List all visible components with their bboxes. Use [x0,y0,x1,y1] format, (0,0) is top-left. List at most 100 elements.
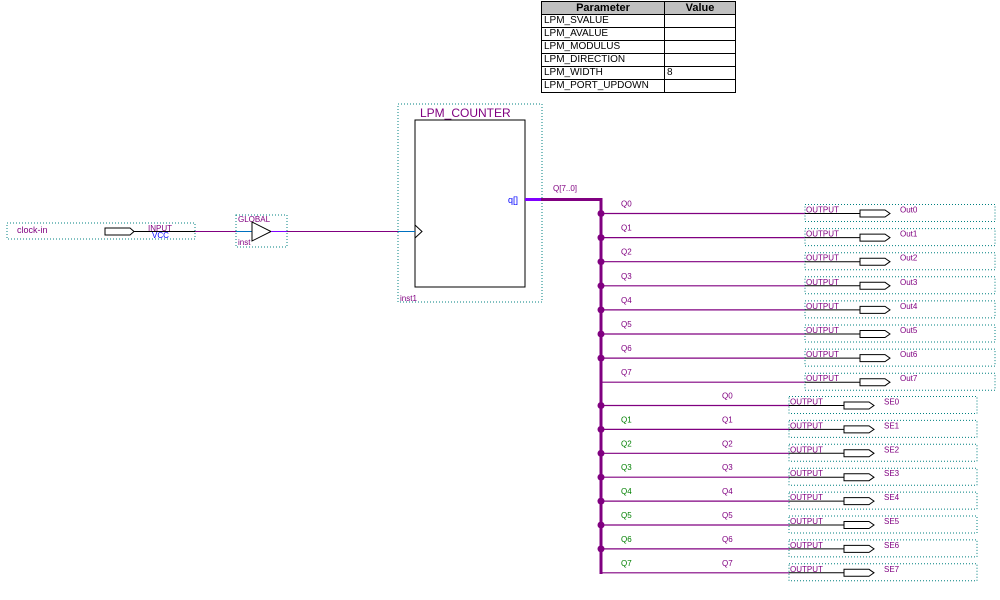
net-label: Q5 [722,511,733,520]
output-pin-box [788,491,978,510]
net-label: Q4 [621,296,632,305]
counter-title: LPM_COUNTER [420,106,511,120]
output-type-label: OUTPUT [806,326,839,335]
input-pin-clock-in[interactable]: clock-in INPUT VCC [6,222,196,240]
output-pin-box [788,443,978,462]
net-label: Q4 [722,487,733,496]
net-label: Q0 [621,200,632,209]
net-label: Q7 [621,368,632,377]
param-name: LPM_PORT_UPDOWN [541,79,665,93]
net-label-green: Q6 [621,535,632,544]
net-label: Q2 [722,439,733,448]
output-pin-icon [843,449,875,458]
output-type-label: OUTPUT [790,565,823,574]
output-pin-name: Out1 [900,230,918,239]
global-buffer[interactable]: GLOBAL inst [235,214,288,248]
output-pin-icon [859,305,891,314]
bus-label: Q[7..0] [553,184,577,193]
input-pin-name: clock-in [17,225,48,235]
net-label: Q3 [621,272,632,281]
output-pin-name: Out0 [900,206,918,215]
output-pin-icon [859,281,891,290]
counter-output-port: q[] [508,195,518,205]
output-pin-icon [859,233,891,242]
output-pin-out1[interactable]: OUTPUT Out1 [804,228,996,247]
output-pin-icon [859,330,891,338]
output-type-label: OUTPUT [790,517,823,526]
output-pin-se2[interactable]: OUTPUT SE2 [788,443,978,462]
table-row[interactable]: LPM_SVALUE [541,14,736,28]
output-pin-name: SE6 [884,541,900,550]
output-pin-icon [859,354,891,363]
output-type-label: OUTPUT [790,445,823,454]
net-label: Q3 [722,463,733,472]
output-pin-name: Out3 [900,278,918,287]
output-pin-icon [843,425,875,434]
param-name: LPM_SVALUE [541,14,665,28]
lpm-counter-block[interactable]: LPM_COUNTER q[] inst1 [397,103,543,303]
bus-wire [541,198,603,574]
output-pin-se4[interactable]: OUTPUT SE4 [788,491,978,510]
output-pin-box [788,563,978,582]
global-type-label: GLOBAL [238,215,271,224]
net-label-green: Q5 [621,511,632,520]
net-label-green: Q7 [621,559,632,568]
table-row[interactable]: LPM_MODULUS [541,40,736,54]
input-pin-icon [104,227,135,236]
param-name: LPM_MODULUS [541,40,665,54]
output-pin-name: Out7 [900,374,918,383]
output-pin-icon [859,378,891,387]
table-row[interactable]: LPM_PORT_UPDOWN [541,79,736,93]
output-pin-name: SE2 [884,445,900,454]
output-pin-name: Out2 [900,254,918,263]
table-row[interactable]: LPM_DIRECTION [541,53,736,67]
net-label-green: Q1 [621,415,632,424]
output-type-label: OUTPUT [806,302,839,311]
output-type-label: OUTPUT [790,398,823,407]
output-pin-se6[interactable]: OUTPUT SE6 [788,539,978,558]
parameter-table: Parameter Value LPM_SVALUE LPM_AVALUE LP… [541,1,736,93]
param-value[interactable] [664,27,736,41]
output-type-label: OUTPUT [790,493,823,502]
output-pin-box [788,515,978,534]
output-type-label: OUTPUT [806,230,839,239]
output-type-label: OUTPUT [790,469,823,478]
net-label: Q6 [722,535,733,544]
output-pin-name: SE5 [884,517,900,526]
output-pin-name: SE7 [884,565,900,574]
output-type-label: OUTPUT [790,541,823,550]
net-label: Q6 [621,344,632,353]
net-label-green: Q4 [621,487,632,496]
output-pin-name: SE4 [884,493,900,502]
param-value[interactable] [664,79,736,93]
output-pin-box [788,467,978,486]
param-name: LPM_DIRECTION [541,53,665,67]
output-type-label: OUTPUT [806,278,839,287]
table-row[interactable]: LPM_AVALUE [541,27,736,41]
param-value[interactable]: 8 [664,66,736,80]
parameter-header: Parameter [541,1,665,15]
output-pin-se7[interactable]: OUTPUT SE7 [788,563,978,582]
net-label: Q1 [621,224,632,233]
output-pin-out3[interactable]: OUTPUT Out3 [804,276,996,295]
input-default-label: VCC [152,231,169,240]
output-pin-icon [859,209,891,218]
net-label: Q5 [621,320,632,329]
output-pin-icon [859,257,891,266]
output-pin-se5[interactable]: OUTPUT SE5 [788,515,978,534]
clock-edge-icon [414,224,423,239]
net-label-green: Q2 [621,439,632,448]
counter-instance-label: inst1 [400,294,417,303]
